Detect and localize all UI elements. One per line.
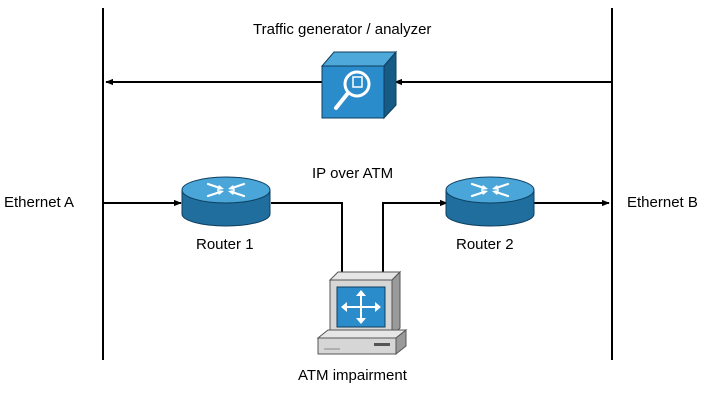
ip-over-atm-label: IP over ATM [312, 165, 394, 182]
computer-switch-icon [316, 270, 408, 356]
router-2-icon [445, 176, 535, 227]
ethernet-a-label: Ethernet A [4, 194, 75, 211]
router-1-icon [181, 176, 271, 227]
arrow-router1-to-atm [271, 202, 346, 280]
traffic-generator-label: Traffic generator / analyzer [253, 21, 432, 38]
router-2-label: Router 2 [456, 236, 514, 253]
router-1-label: Router 1 [196, 236, 254, 253]
ethernet-b-label: Ethernet B [627, 194, 698, 211]
atm-impairment-label: ATM impairment [298, 367, 407, 384]
magnifier-analyzer-icon [320, 50, 398, 120]
arrow-atm-to-router2 [382, 199, 448, 284]
